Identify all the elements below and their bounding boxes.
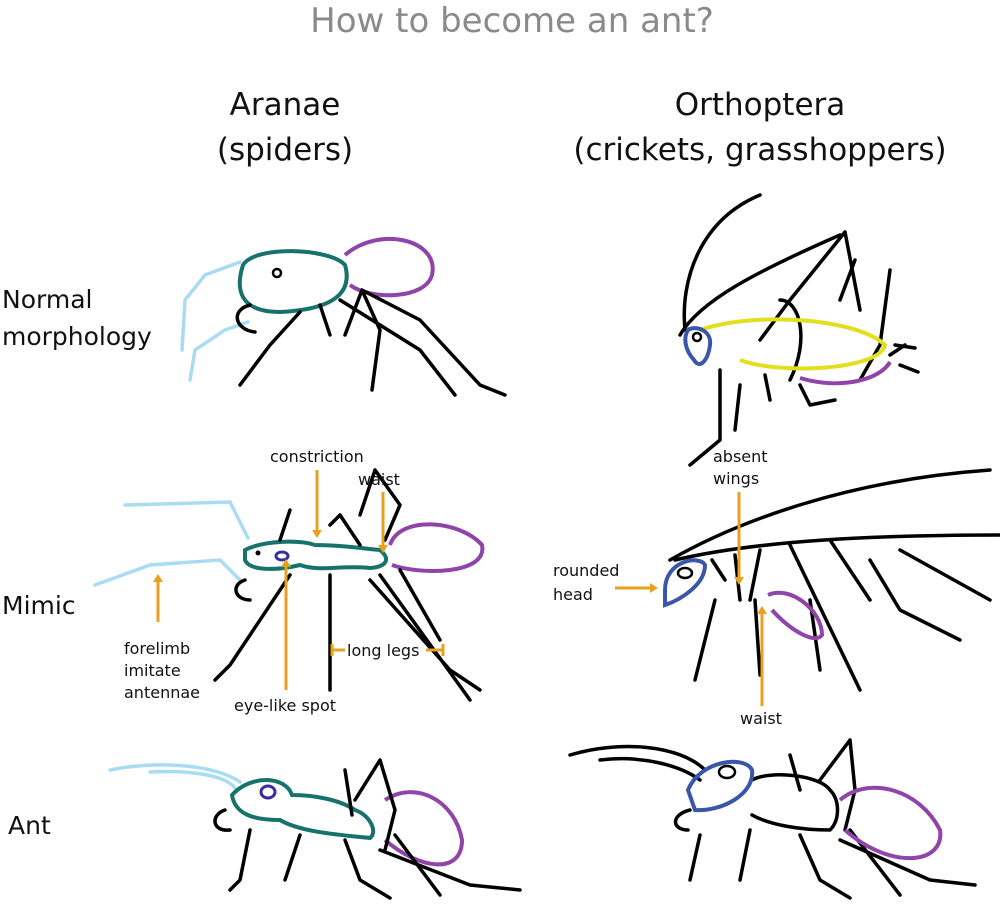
label-absent: absent (713, 447, 768, 466)
ant-illustration-left (108, 758, 522, 900)
column-header-orthoptera: Orthoptera (675, 87, 846, 123)
spider-mimic-annotations: constriction waist forelimb imitate ante… (124, 447, 445, 715)
diagram-title: How to become an ant? (310, 1, 714, 41)
label-eye-like-spot: eye-like spot (234, 696, 336, 715)
row-label-morphology: morphology (2, 322, 152, 351)
spider-mimic-illustration (93, 468, 485, 702)
label-waist-spider: waist (358, 470, 400, 489)
ant-illustration-right (568, 738, 977, 900)
cricket-mimic-illustration (663, 468, 1000, 692)
spider-normal-illustration (180, 237, 507, 397)
label-constriction: constriction (270, 447, 364, 466)
row-label-normal: Normal (2, 285, 92, 314)
label-antennae: antennae (124, 683, 200, 702)
cricket-mimic-annotations: absent wings rounded head waist (553, 447, 782, 728)
label-waist-cricket: waist (740, 709, 782, 728)
label-rounded: rounded (553, 561, 619, 580)
row-label-ant: Ant (8, 811, 51, 840)
column-subheader-orthoptera: (crickets, grasshoppers) (573, 132, 946, 168)
label-head: head (553, 585, 593, 604)
label-forelimb: forelimb (124, 639, 190, 658)
label-imitate: imitate (124, 661, 181, 680)
label-wings: wings (713, 469, 759, 488)
column-header-spiders: Aranae (230, 87, 341, 123)
column-subheader-spiders: (spiders) (217, 132, 353, 168)
row-label-mimic: Mimic (2, 591, 76, 620)
cricket-normal-illustration (678, 193, 920, 467)
label-long-legs: long legs (347, 641, 419, 660)
